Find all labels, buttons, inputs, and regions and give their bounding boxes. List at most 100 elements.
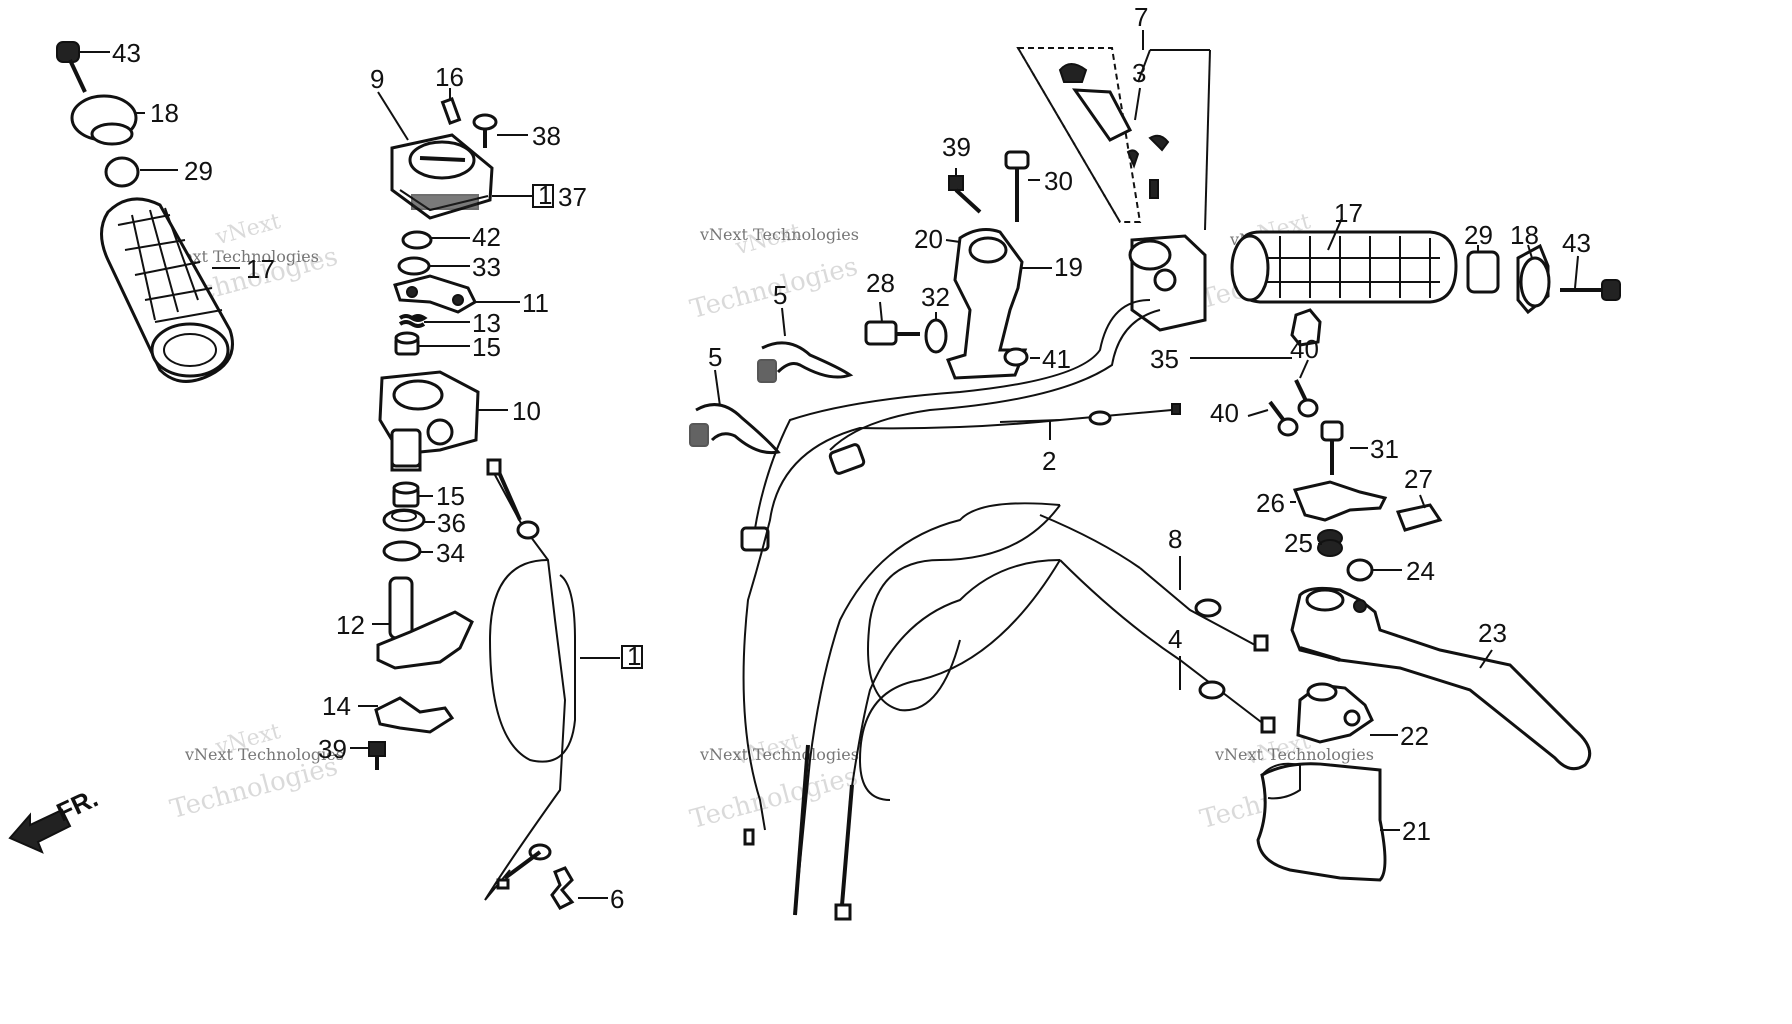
switch-slider-part (1071, 88, 1133, 142)
bar-end-weight-18b-part (1516, 243, 1551, 315)
callout-13: 13 (472, 308, 501, 338)
clutch-cable-8-part (793, 502, 1269, 916)
brake-lever-23-part (1290, 586, 1592, 771)
switch-assembly (740, 47, 1207, 552)
switch-housing-part (1128, 234, 1207, 332)
callout-5a: 5 (773, 280, 787, 310)
callout-26: 26 (1256, 488, 1285, 518)
callout-37: 37 (558, 182, 587, 212)
svg-text:1: 1 (538, 180, 552, 210)
right-grip-part (1230, 230, 1458, 304)
wiring-harness-part (751, 299, 1151, 551)
lever-arm-11-part (393, 274, 477, 314)
throttle-housing-10-part (378, 370, 480, 472)
svg-text:1: 1 (627, 641, 641, 671)
svg-text:vNext Technologies: vNext Technologies (1214, 745, 1374, 764)
bushing-15a-part (394, 331, 420, 356)
plate-26-part (1292, 480, 1388, 522)
callout-20: 20 (914, 224, 943, 254)
screw-40b-part (1268, 400, 1299, 437)
callout-33: 33 (472, 252, 501, 282)
pin-16-part (440, 97, 462, 125)
bolt-28-part (864, 320, 920, 346)
bolt-39a-part (368, 741, 386, 770)
washer-33-part (397, 256, 431, 276)
callout-17a: 17 (246, 254, 275, 284)
leader-lines (79, 30, 1579, 899)
callout-43a: 43 (112, 38, 141, 68)
switch-knob-part (1058, 63, 1088, 83)
throttle-cable-part (484, 458, 576, 901)
callout-12: 12 (336, 610, 365, 640)
callout-25: 25 (1284, 528, 1313, 558)
spring-25-part (1317, 529, 1343, 557)
callout-19: 19 (1054, 252, 1083, 282)
svg-text:vNext: vNext (212, 209, 283, 251)
throttle-cover-part (390, 133, 494, 220)
svg-text:vNext Technologies: vNext Technologies (699, 225, 859, 244)
bolt-30-part (1004, 150, 1030, 222)
left-grip-part (100, 197, 234, 383)
nut-41-part (1003, 347, 1029, 367)
reference-box-1: 1 (621, 641, 643, 671)
callout-31: 31 (1370, 434, 1399, 464)
nut-24-part (1346, 558, 1374, 582)
callout-5b: 5 (708, 342, 722, 372)
brake-cable-4-part (834, 559, 1276, 921)
callout-10: 10 (512, 396, 541, 426)
screw-38-part (472, 113, 498, 148)
callout-8: 8 (1168, 524, 1182, 554)
callout-42: 42 (472, 222, 501, 252)
washer-32-part (924, 318, 948, 354)
callout-32: 32 (921, 282, 950, 312)
callout-39b: 39 (942, 132, 971, 162)
callout-21: 21 (1402, 816, 1431, 846)
callout-28: 28 (866, 268, 895, 298)
callout-3: 3 (1132, 58, 1146, 88)
callout-36: 36 (437, 508, 466, 538)
band-5b-part (689, 403, 781, 455)
callout-35: 35 (1150, 344, 1179, 374)
spring-13-part (398, 314, 428, 328)
throttle-housing-assembly (368, 97, 576, 910)
callout-40a: 40 (1290, 334, 1319, 364)
callout-29a: 29 (184, 156, 213, 186)
seal-36-part (382, 508, 426, 532)
callout-34: 34 (436, 538, 465, 568)
lever-assembly (1256, 308, 1592, 882)
callout-22: 22 (1400, 721, 1429, 751)
boot-21-part (1256, 762, 1387, 882)
clamp-14-part (374, 696, 455, 734)
reference-box-37: 1 (532, 180, 554, 210)
bolt-39b-part (948, 175, 982, 214)
throttle-lever-12-part (376, 576, 474, 670)
callout-41: 41 (1042, 344, 1071, 374)
bracket-19-part (946, 228, 1028, 380)
svg-text:vNext Technologies: vNext Technologies (184, 745, 344, 764)
callout-2: 2 (1042, 446, 1056, 476)
callout-38: 38 (532, 121, 561, 151)
callout-labels: 43 18 29 17 9 16 38 37 42 33 11 13 15 10… (112, 2, 1591, 914)
bracket-assembly (864, 150, 1030, 380)
svg-text:vNext Technologies: vNext Technologies (699, 745, 859, 764)
callout-43b: 43 (1562, 228, 1591, 258)
callout-6: 6 (610, 884, 624, 914)
choke-cable-2-part (742, 403, 1181, 846)
bracket-35-part (1290, 308, 1322, 347)
bushing-15b-part (392, 481, 420, 508)
callout-4: 4 (1168, 624, 1182, 654)
callout-11: 11 (522, 288, 549, 318)
callout-7: 7 (1134, 2, 1148, 32)
left-grip-assembly (56, 41, 234, 383)
nut-42-part (401, 230, 433, 250)
cover-27-part (1395, 503, 1443, 532)
callout-15a: 15 (472, 332, 501, 362)
bolt-43-part (56, 41, 87, 93)
callout-27: 27 (1404, 464, 1433, 494)
callout-14: 14 (322, 691, 351, 721)
callout-40b: 40 (1210, 398, 1239, 428)
lever-perch-22-part (1296, 682, 1374, 744)
callout-30: 30 (1044, 166, 1073, 196)
callout-17b: 17 (1334, 198, 1363, 228)
